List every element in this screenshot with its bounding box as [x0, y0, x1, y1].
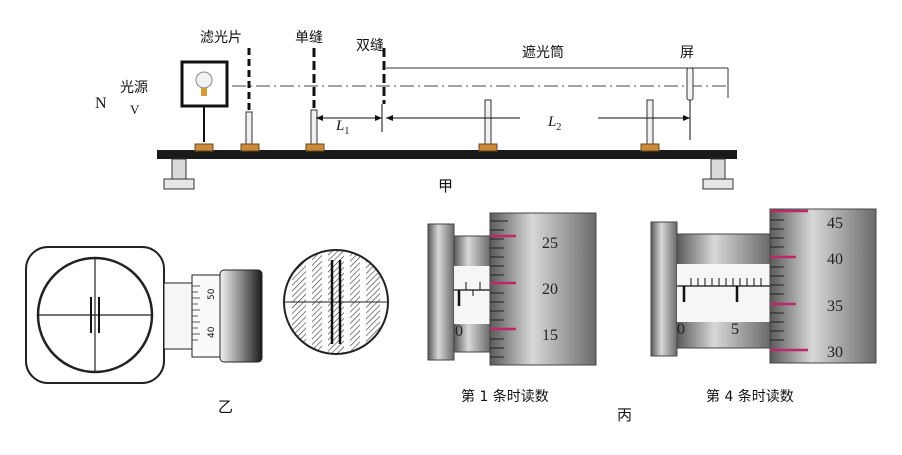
rail-foot-right	[702, 158, 734, 190]
label-screen: 屏	[680, 45, 694, 61]
dimension-L1	[316, 104, 383, 132]
label-v: V	[130, 102, 140, 117]
micrometer-1-cap	[427, 223, 455, 361]
micrometer-4-mark-40: 40	[827, 251, 843, 268]
light-source	[180, 60, 229, 152]
rail-foot-left	[163, 158, 195, 190]
eyepiece-knob[interactable]	[219, 269, 263, 363]
optical-rail	[157, 150, 737, 159]
micrometer-first: 0 25 20 15 第 1 条时读数	[427, 212, 597, 405]
micrometer-fourth: 0 5 45 40 35 30 第 4 条时读数	[650, 208, 877, 405]
caption-bing: 丙	[617, 406, 632, 424]
shading-tube	[386, 67, 729, 152]
eyepiece-diagram: 50 40 乙	[25, 246, 263, 416]
apparatus-diagram: 滤光片 单缝 双缝 遮光筒 屏 光源 N V L1 L2 甲	[95, 30, 737, 195]
micrometer-4-main-0: 0	[677, 321, 685, 338]
micrometer-1-thimble	[489, 212, 597, 366]
eyepiece-mark-40: 40	[207, 326, 217, 338]
micrometer-4-caption: 第 4 条时读数	[706, 388, 794, 405]
eyepiece-sleeve	[163, 282, 193, 350]
caption-jia: 甲	[438, 177, 453, 195]
label-n: N	[95, 95, 107, 112]
label-single-slit: 单缝	[295, 30, 323, 46]
micrometer-1-mark-25: 25	[542, 235, 558, 252]
micrometer-4-cap	[650, 221, 678, 357]
label-filter: 滤光片	[200, 30, 242, 46]
micrometer-4-main-5: 5	[731, 321, 739, 338]
micrometer-1-caption: 第 1 条时读数	[461, 388, 549, 405]
dimension-L2	[386, 100, 691, 140]
label-light-source: 光源	[120, 80, 148, 96]
label-tube: 遮光筒	[522, 44, 564, 61]
micrometer-1-mark-15: 15	[542, 327, 558, 344]
caption-yi: 乙	[218, 398, 233, 416]
micrometer-1-mark-20: 20	[542, 281, 558, 298]
label-L1: L1	[335, 118, 349, 137]
fringe-view	[283, 249, 389, 355]
filter	[240, 48, 260, 152]
micrometer-4-mark-45: 45	[827, 215, 843, 232]
screen	[686, 67, 694, 101]
label-L2: L2	[547, 114, 561, 133]
eyepiece-mark-50: 50	[207, 288, 217, 300]
micrometer-4-mark-35: 35	[827, 298, 843, 315]
micrometer-1-main-0: 0	[455, 323, 463, 340]
single-slit	[305, 48, 325, 152]
micrometer-4-mark-30: 30	[827, 344, 843, 361]
micrometer-4-thimble	[769, 208, 877, 364]
label-double-slit: 双缝	[356, 38, 384, 54]
